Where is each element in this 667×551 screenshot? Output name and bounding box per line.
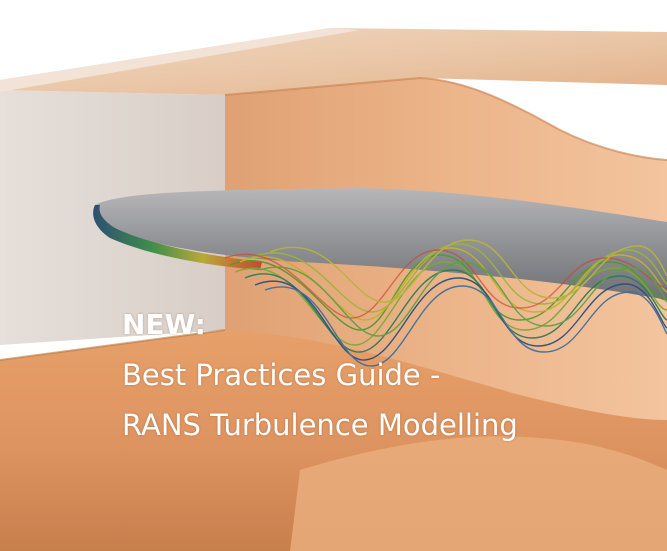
new-tag: NEW: [122,308,206,341]
headline-line-1: Best Practices Guide - [122,358,441,392]
duct-floor-bump [290,436,667,551]
tip-vortex-streamlines [224,239,667,367]
duct-ceiling-front [0,28,360,92]
banner-headline: NEW: Best Practices Guide - RANS Turbule… [122,300,518,450]
headline-line-2: RANS Turbulence Modelling [122,408,518,442]
wing-surface [95,188,667,300]
wing-leading-edge [93,205,262,270]
duct-ceiling [0,28,667,95]
